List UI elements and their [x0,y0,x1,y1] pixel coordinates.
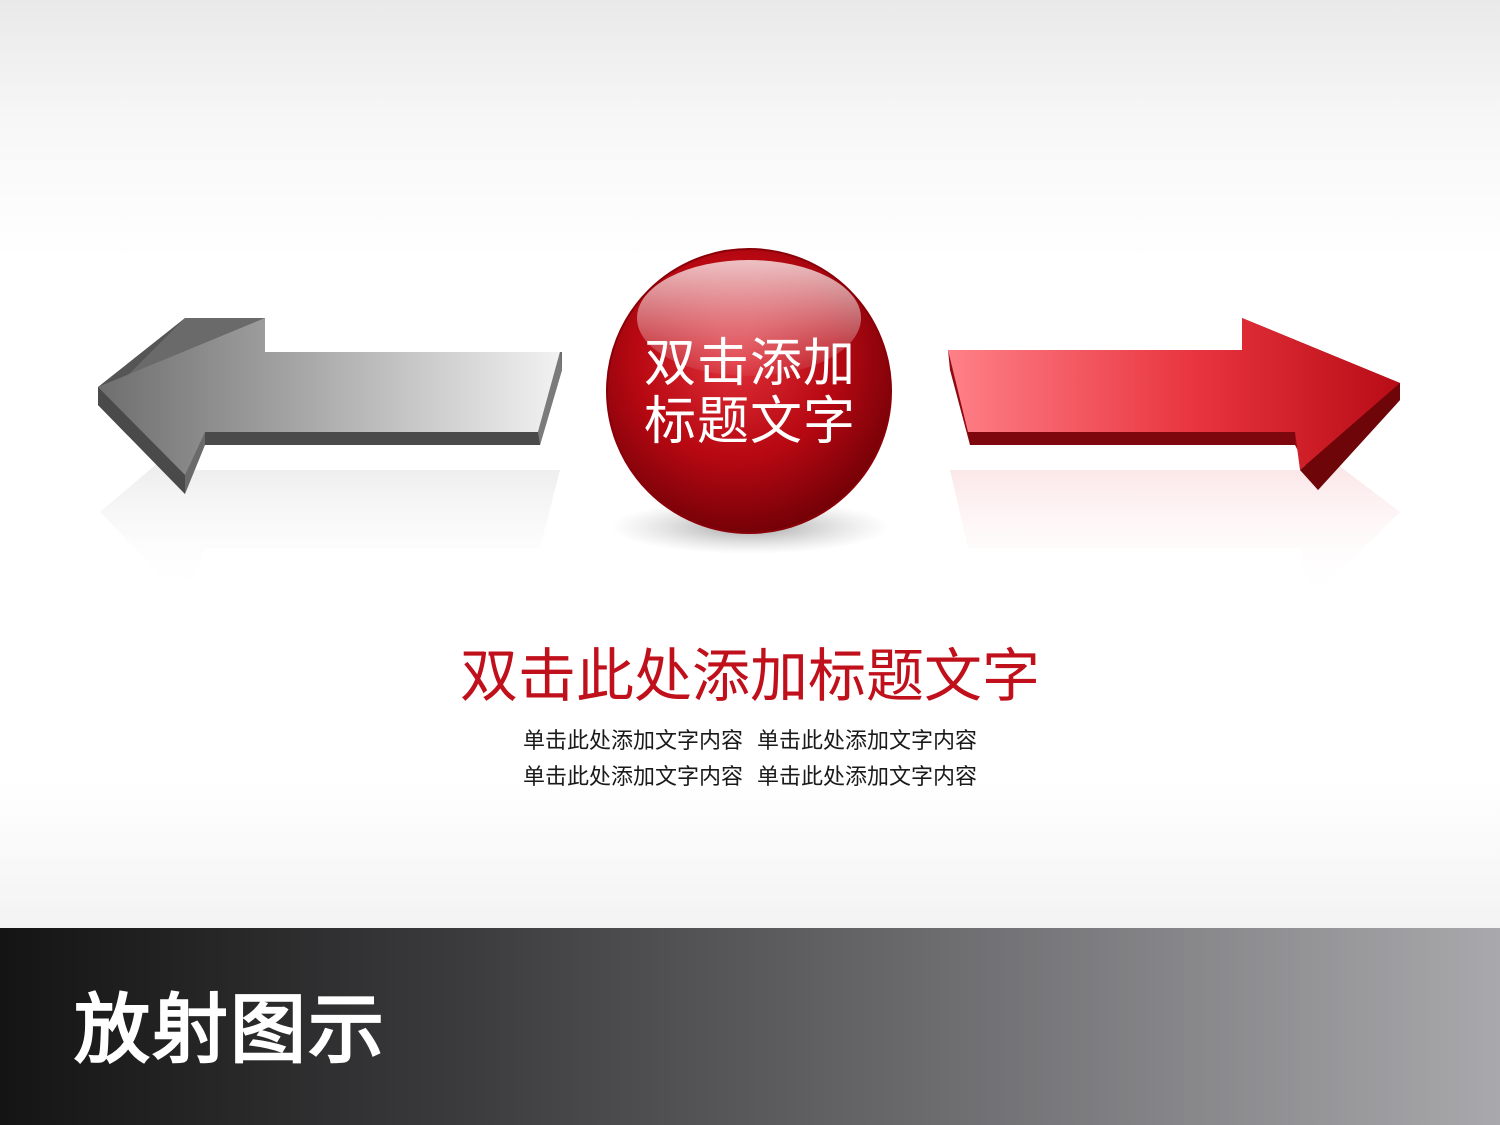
left-arrow-icon [98,318,562,494]
center-node-line2: 标题文字 [643,392,856,452]
body-line: 单击此处添加文字内容 单击此处添加文字内容 [523,729,977,754]
body-text[interactable]: 单击此处添加文字内容 单击此处添加文字内容 单击此处添加文字内容 单击此处添加文… [0,724,1500,796]
center-node-line1: 双击添加 [643,334,856,394]
footer-bar [0,928,1500,1125]
right-arrow-reflection [950,440,1400,600]
main-title[interactable]: 双击此处添加标题文字 [459,642,1040,710]
red-sphere[interactable] [606,248,892,534]
footer-title[interactable]: 放射图示 [74,985,386,1074]
left-arrow-reflection [100,440,560,600]
center-node-label[interactable]: 双击添加 标题文字 [605,335,895,451]
radial-diagram [98,248,1400,600]
body-line: 单击此处添加文字内容 单击此处添加文字内容 [523,765,977,790]
right-arrow-icon [948,318,1400,490]
